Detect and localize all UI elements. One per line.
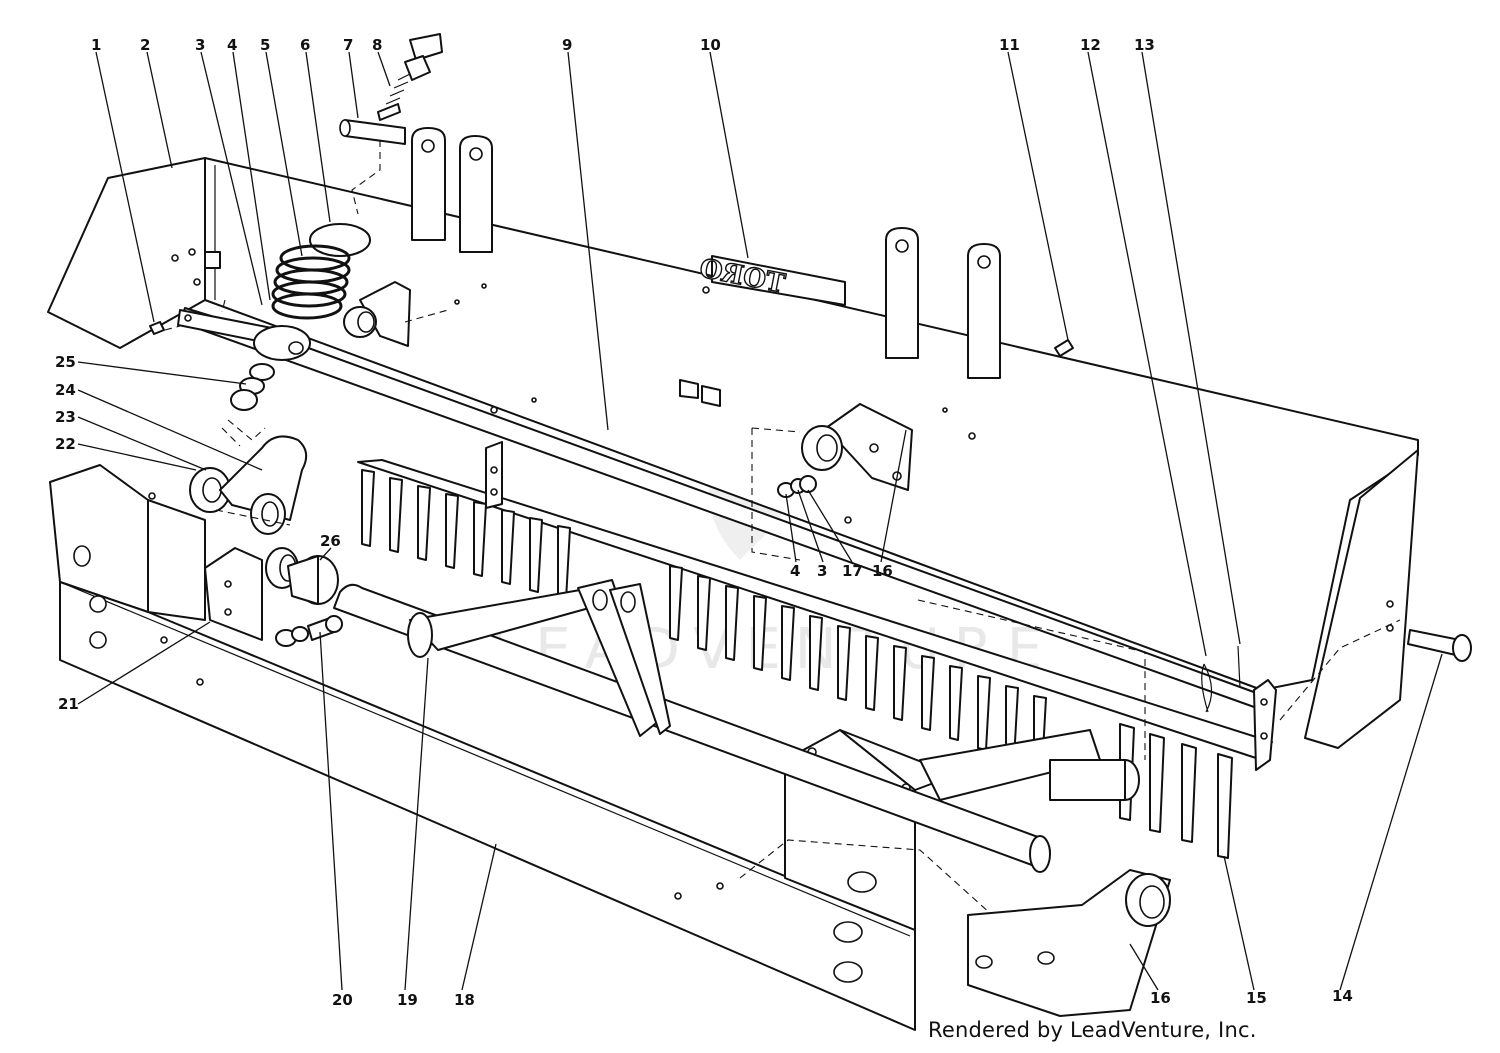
callout-26: 26 — [320, 532, 341, 550]
callout-14: 14 — [1332, 987, 1353, 1005]
hood: TORO — [47, 127, 1419, 749]
spring-assembly — [221, 33, 449, 447]
callout-21: 21 — [58, 695, 79, 713]
callout-4-lower: 4 — [790, 562, 800, 580]
callout-10: 10 — [700, 36, 721, 54]
callout-22: 22 — [55, 435, 76, 453]
right-bracket — [967, 869, 1171, 1017]
callout-7: 7 — [343, 36, 353, 54]
callout-1: 1 — [91, 36, 101, 54]
callout-9: 9 — [562, 36, 572, 54]
callout-24: 24 — [55, 381, 76, 399]
callout-23: 23 — [55, 408, 76, 426]
callout-12: 12 — [1080, 36, 1101, 54]
callout-8: 8 — [372, 36, 382, 54]
callout-4: 4 — [227, 36, 237, 54]
callout-15: 15 — [1246, 989, 1267, 1007]
callout-25: 25 — [55, 353, 76, 371]
callout-6: 6 — [300, 36, 310, 54]
callout-16-upper: 16 — [872, 562, 893, 580]
callout-labels: 1 2 3 4 5 6 7 8 9 10 11 12 13 4 3 17 16 … — [55, 36, 1353, 1009]
callout-2: 2 — [140, 36, 150, 54]
callout-13: 13 — [1134, 36, 1155, 54]
left-pivot-parts — [189, 435, 343, 647]
callout-16-lower: 16 — [1150, 989, 1171, 1007]
leader-lines — [77, 51, 1443, 991]
washer-stack — [777, 475, 817, 498]
callout-18: 18 — [454, 991, 475, 1009]
tine-rake — [357, 441, 1401, 859]
render-credit: Rendered by LeadVenture, Inc. — [928, 1018, 1257, 1042]
pin — [1407, 629, 1472, 662]
callout-3: 3 — [195, 36, 205, 54]
callout-20: 20 — [332, 991, 353, 1009]
callout-19: 19 — [397, 991, 418, 1009]
callout-3-lower: 3 — [817, 562, 827, 580]
callout-5: 5 — [260, 36, 270, 54]
callout-17: 17 — [842, 562, 863, 580]
shaft-assembly — [333, 579, 1140, 873]
callout-11: 11 — [999, 36, 1020, 54]
